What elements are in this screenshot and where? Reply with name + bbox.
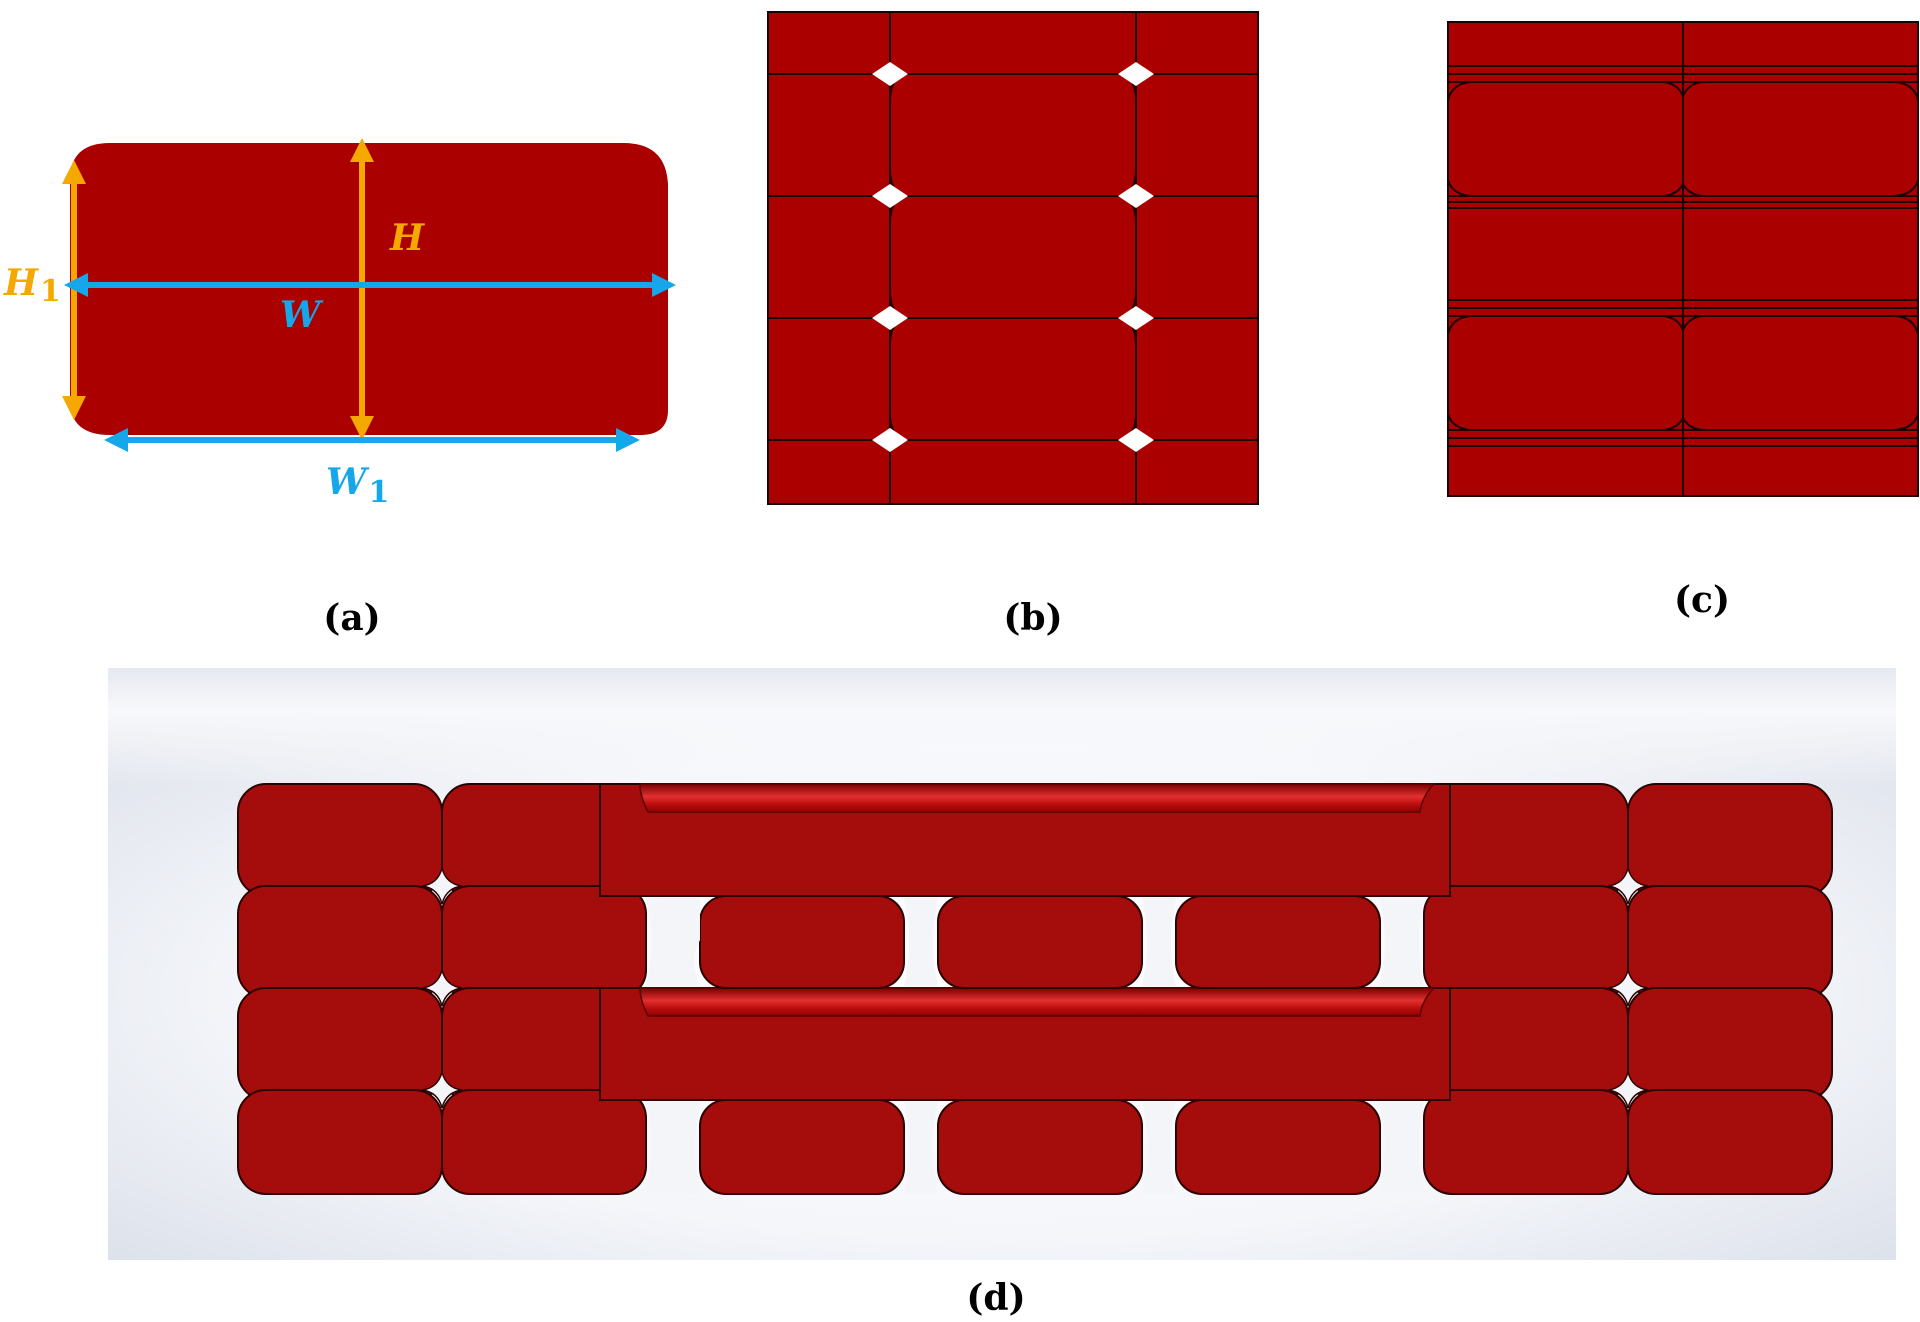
panel-a: H H1 W W1 (a)	[3, 138, 676, 639]
assembly-d-voids	[421, 867, 1649, 1109]
H1-label-main: H	[3, 262, 39, 304]
lattice-b-fill	[768, 12, 1258, 504]
W1-label-main: W	[326, 461, 370, 503]
H-label: H	[389, 217, 425, 259]
panel-label-d: (d)	[966, 1277, 1025, 1319]
render-background-top	[108, 668, 1896, 788]
panel-label-a: (a)	[323, 597, 380, 639]
assembly-d-gaps	[646, 898, 1424, 1194]
panel-b: (b)	[767, 11, 1259, 639]
unit-cell-shape-clean	[72, 143, 668, 435]
assembly-d	[237, 783, 1833, 1195]
assembly-d-bars	[639, 783, 1436, 1017]
panel-label-c: (c)	[1674, 579, 1730, 621]
W1-label-sub: 1	[368, 475, 389, 510]
panel-d: (d)	[108, 668, 1896, 1319]
assembly-d-inner-cells	[699, 895, 1381, 1195]
H1-label-sub: 1	[40, 274, 61, 309]
lattice-c-gridlines	[1447, 21, 1919, 497]
W-label: W	[280, 294, 324, 336]
panel-c: (c)	[1447, 21, 1919, 621]
W1-label: W1	[326, 461, 389, 510]
panel-label-b: (b)	[1003, 597, 1062, 639]
lattice-b-gridlines	[767, 11, 1259, 505]
H1-label: H1	[3, 262, 61, 309]
lattice-b-voids	[872, 62, 1154, 452]
